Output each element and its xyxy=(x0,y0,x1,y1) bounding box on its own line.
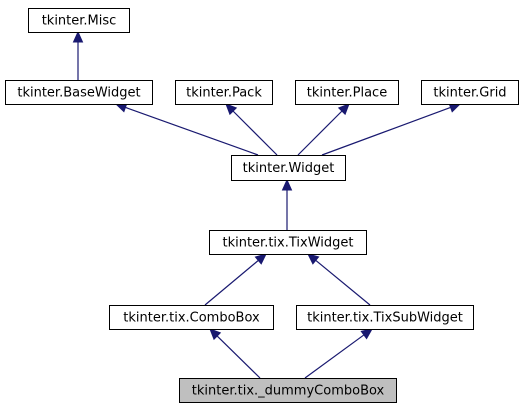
edge-line xyxy=(304,333,366,379)
class-node-label: tkinter.Widget xyxy=(243,161,335,176)
edge-dummycombobox-to-combobox xyxy=(209,328,261,379)
edge-combobox-to-tixwidget xyxy=(204,253,267,306)
edges-layer xyxy=(72,30,462,379)
edge-line xyxy=(124,106,259,156)
class-node-label: tkinter.Place xyxy=(307,86,387,101)
class-node-box xyxy=(296,305,474,330)
arrowhead-icon xyxy=(337,103,350,116)
class-node-box xyxy=(231,155,346,181)
class-node-box xyxy=(5,80,153,105)
class-node-tixwidget[interactable]: tkinter.tix.TixWidget xyxy=(209,230,367,255)
arrowhead-icon xyxy=(225,103,238,116)
edge-tixwidget-to-widget xyxy=(281,178,293,230)
edge-widget-to-place xyxy=(297,103,350,156)
class-node-tixsubwidget[interactable]: tkinter.tix.TixSubWidget xyxy=(296,305,474,330)
class-node-misc[interactable]: tkinter.Misc xyxy=(28,8,130,33)
edge-widget-to-pack xyxy=(225,103,278,156)
class-node-label: tkinter.Misc xyxy=(42,14,117,29)
arrowhead-icon xyxy=(360,328,373,340)
edge-line xyxy=(216,334,261,379)
class-node-box xyxy=(295,80,399,105)
class-node-label: tkinter.Grid xyxy=(433,86,506,101)
edge-tixsubwidget-to-tixwidget xyxy=(307,253,371,306)
class-node-label: tkinter.Pack xyxy=(186,86,262,101)
arrowhead-icon xyxy=(307,253,320,265)
edge-line xyxy=(204,259,260,306)
edge-line xyxy=(321,106,452,156)
edge-dummycombobox-to-tixsubwidget xyxy=(304,328,373,379)
class-node-pack[interactable]: tkinter.Pack xyxy=(175,80,273,105)
class-node-basewidget[interactable]: tkinter.BaseWidget xyxy=(5,80,153,105)
edge-line xyxy=(297,109,344,156)
arrowhead-icon xyxy=(281,178,293,191)
class-node-label: tkinter.BaseWidget xyxy=(17,86,140,101)
edge-line xyxy=(231,109,278,156)
class-node-box xyxy=(421,80,519,105)
nodes-layer: tkinter.Misc tkinter.BaseWidget tkinter.Pa… xyxy=(5,8,519,403)
arrowhead-icon xyxy=(254,253,267,265)
class-node-label: tkinter.tix._dummyComboBox xyxy=(192,384,385,399)
class-node-box xyxy=(109,305,274,330)
class-node-grid[interactable]: tkinter.Grid xyxy=(421,80,519,105)
class-node-box xyxy=(28,8,130,33)
class-node-widget[interactable]: tkinter.Widget xyxy=(231,155,346,181)
class-node-combobox[interactable]: tkinter.tix.ComboBox xyxy=(109,305,274,330)
class-node-label: tkinter.tix.ComboBox xyxy=(123,311,260,326)
edge-basewidget-to-misc xyxy=(72,30,84,80)
arrowhead-icon xyxy=(72,30,84,43)
class-node-label: tkinter.tix.TixWidget xyxy=(222,236,353,251)
class-node-label: tkinter.tix.TixSubWidget xyxy=(307,311,463,326)
class-node-box xyxy=(175,80,273,105)
class-node-dummycombobox: tkinter.tix._dummyComboBox xyxy=(179,378,397,403)
class-node-place[interactable]: tkinter.Place xyxy=(295,80,399,105)
class-node-box xyxy=(209,230,367,255)
arrowhead-icon xyxy=(209,328,222,341)
class-node-box xyxy=(179,378,397,403)
edge-line xyxy=(314,259,371,306)
edge-widget-to-basewidget xyxy=(114,102,259,156)
